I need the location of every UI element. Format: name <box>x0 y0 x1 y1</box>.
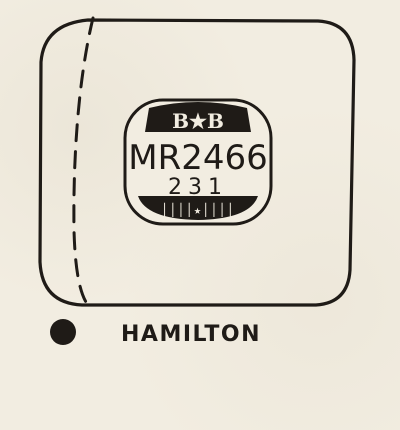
hallmark-bottom-band <box>138 196 258 220</box>
hallmark-number: 231 <box>168 175 228 200</box>
hallmark-top-band <box>145 102 251 132</box>
case-outline <box>38 18 356 307</box>
caption-label: HAMILTON <box>121 322 262 347</box>
hinge-dashed-line <box>72 16 95 307</box>
hallmark-top-mark: B★B <box>172 109 224 133</box>
hallmark-bottom-pattern: ││││★││││ <box>161 202 235 217</box>
hallmark-plate: B★B MR2466 231 ││││★││││ <box>123 98 273 226</box>
hallmark-serial: MR2466 <box>128 138 268 178</box>
bullet-dot <box>50 319 76 345</box>
